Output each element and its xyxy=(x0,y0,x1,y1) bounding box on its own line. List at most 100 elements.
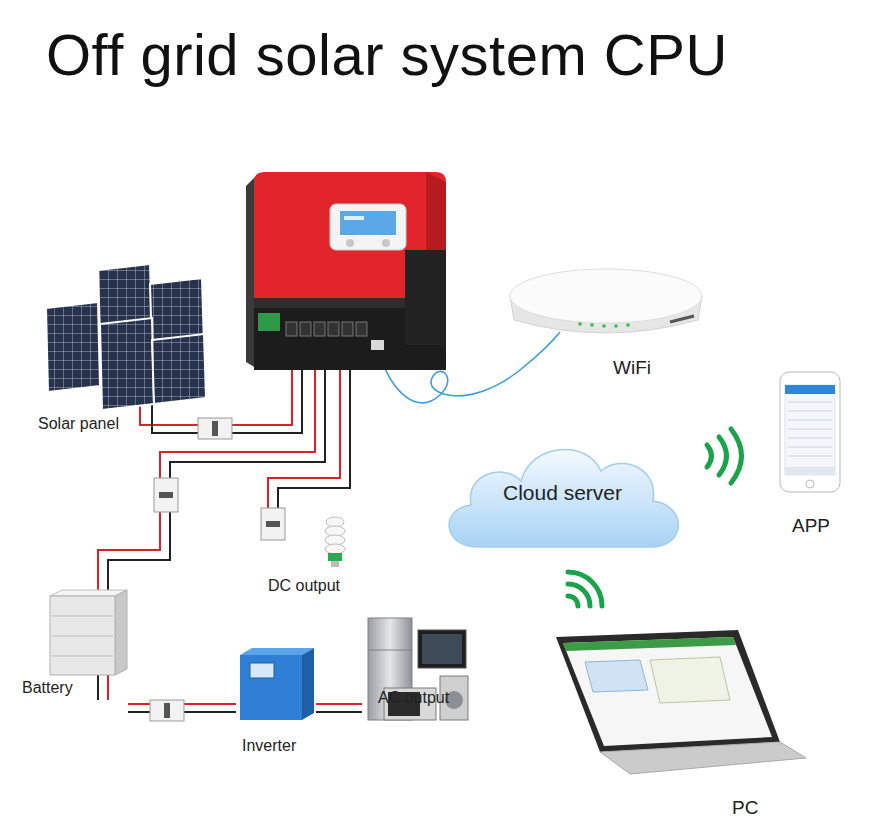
battery-cabinet xyxy=(115,590,127,675)
charge-controller xyxy=(258,313,280,331)
battery-cabinet xyxy=(52,616,113,656)
breaker xyxy=(150,700,184,721)
inverter-box xyxy=(250,663,274,678)
wire xyxy=(316,711,362,713)
phone xyxy=(788,402,832,456)
charge-controller xyxy=(286,322,297,336)
laptop xyxy=(585,660,648,692)
charge-controller xyxy=(330,204,406,250)
wifi-router xyxy=(578,322,582,326)
wifi-router xyxy=(614,324,618,328)
wifi-node: WiFi xyxy=(505,262,710,382)
breaker xyxy=(150,700,184,721)
node-label: Cloud server xyxy=(435,483,690,503)
node-label: AC output xyxy=(378,688,474,708)
wifi-router xyxy=(510,269,702,323)
phone xyxy=(806,480,814,488)
inverter-box xyxy=(240,648,314,655)
appliances xyxy=(368,650,412,651)
inverter-box xyxy=(240,655,302,720)
laptop xyxy=(563,637,736,651)
phone xyxy=(785,467,835,475)
solar-panel-illustration xyxy=(100,318,154,410)
breaker xyxy=(154,478,178,512)
charge-controller xyxy=(356,322,367,336)
charge-controller xyxy=(314,322,325,336)
node-label: Battery xyxy=(22,678,128,698)
breaker xyxy=(154,478,178,512)
charge-controller xyxy=(382,239,390,247)
node-label: Inverter xyxy=(242,736,316,756)
charge-controller xyxy=(344,216,364,220)
phone xyxy=(785,385,835,394)
charge-controller xyxy=(340,211,396,235)
battery-cabinet xyxy=(50,590,127,596)
battery-node: Battery xyxy=(18,588,128,700)
solar-panel-illustration xyxy=(152,334,206,404)
charge-controller xyxy=(346,239,354,247)
breaker xyxy=(198,418,232,439)
laptop xyxy=(600,742,806,774)
inverter-box xyxy=(302,648,314,720)
breaker xyxy=(159,492,173,498)
wifi-router xyxy=(510,269,702,333)
bulb xyxy=(328,553,342,561)
node-label: PC xyxy=(732,798,812,818)
inverter-node: Inverter xyxy=(236,644,316,756)
bulb xyxy=(331,561,339,567)
laptop xyxy=(650,657,730,703)
power-wire xyxy=(316,704,362,712)
appliances xyxy=(418,630,466,668)
charge-controller xyxy=(371,340,384,350)
breaker xyxy=(261,508,285,540)
app-node: APP xyxy=(775,366,847,542)
charge-controller xyxy=(246,172,446,370)
battery-cabinet xyxy=(50,590,127,675)
dc-output-node: DC output xyxy=(258,500,368,600)
breaker xyxy=(212,421,218,436)
battery-cabinet xyxy=(50,596,115,675)
wifi-router xyxy=(670,316,694,322)
charge-controller xyxy=(300,322,311,336)
breaker xyxy=(198,418,232,439)
wireless-symbol xyxy=(731,429,742,483)
laptop xyxy=(556,630,806,774)
charge-controller xyxy=(405,250,446,345)
wireless-symbol xyxy=(568,584,590,606)
node-label: DC output xyxy=(268,576,368,596)
bulb xyxy=(325,544,345,554)
solar-panel-node: Solar panel xyxy=(35,262,215,440)
appliances xyxy=(422,634,462,664)
wifi-router xyxy=(602,324,606,328)
laptop xyxy=(563,637,772,746)
phone xyxy=(780,372,840,492)
phone xyxy=(785,385,835,475)
node-label: WiFi xyxy=(613,358,710,378)
node-label: APP xyxy=(775,516,847,536)
phone xyxy=(780,372,840,492)
breaker xyxy=(266,521,280,527)
wire xyxy=(316,703,362,705)
charge-controller xyxy=(342,322,353,336)
cloud-node: Cloud server xyxy=(435,425,690,565)
wifi-router xyxy=(590,323,594,327)
wireless-symbol xyxy=(568,596,578,606)
breaker xyxy=(261,508,285,540)
bulb xyxy=(325,517,345,567)
charge-controller xyxy=(328,322,339,336)
wireless-symbol xyxy=(568,572,602,606)
inverter-box xyxy=(240,648,314,720)
wifi-router xyxy=(626,323,630,327)
breaker xyxy=(164,703,170,718)
solar-panel-illustration xyxy=(46,264,206,410)
ac-output-node: AC output xyxy=(362,612,474,722)
title: Off grid solar system CPU xyxy=(46,20,728,90)
node-label: Solar panel xyxy=(38,414,215,434)
wireless-symbol xyxy=(719,437,727,475)
wireless-symbol xyxy=(707,445,712,467)
battery-wire xyxy=(97,675,99,700)
